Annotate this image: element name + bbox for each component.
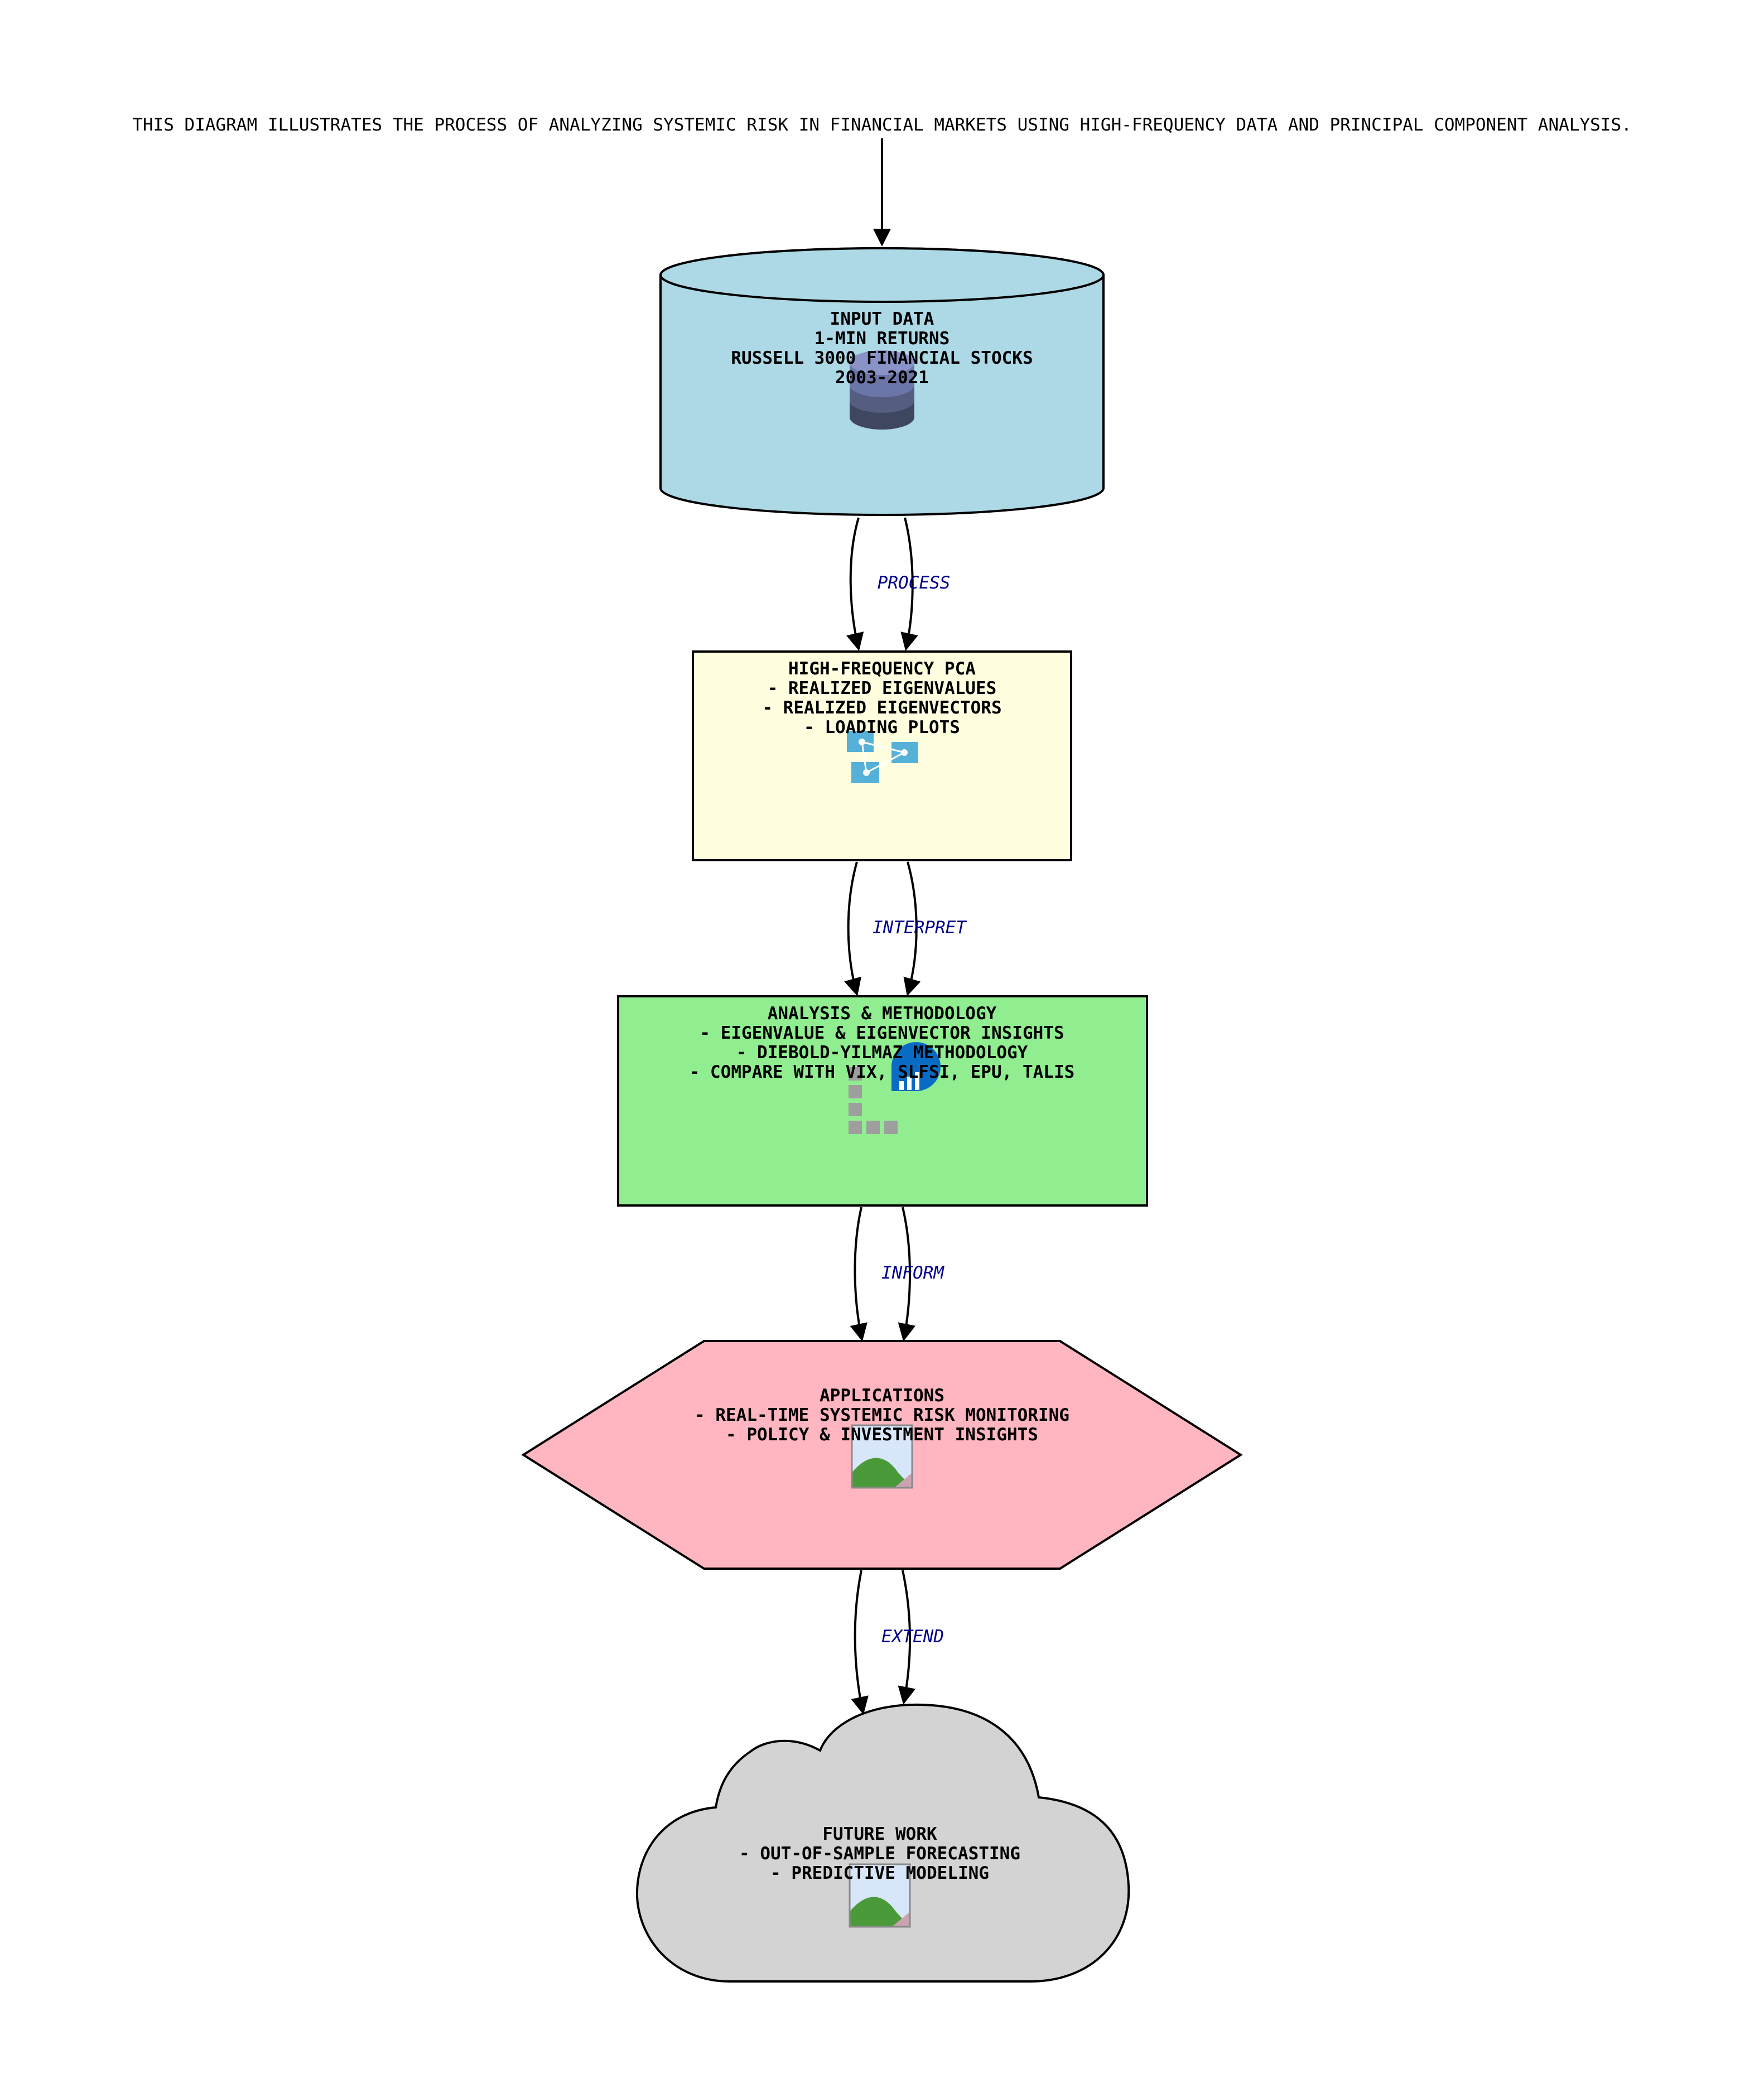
pca-box	[692, 650, 1072, 861]
future-work-line-2: - OUT-OF-SAMPLE FORECASTING	[739, 1844, 1020, 1864]
future-work-line-3: - PREDICTIVE MODELING	[770, 1863, 989, 1883]
pca-line-1: HIGH-FREQUENCY PCA	[788, 659, 976, 679]
edge-extend-right	[898, 1570, 916, 1705]
input-data-line-4: 2003-2021	[835, 368, 929, 388]
applications-node[interactable]: APPLICATIONS - REAL-TIME SYSTEMIC RISK M…	[521, 1340, 1243, 1570]
future-work-node[interactable]: FUTURE WORK - OUT-OF-SAMPLE FORECASTING …	[635, 1703, 1130, 1983]
analysis-node[interactable]: ANALYSIS & METHODOLOGY - EIGENVALUE & EI…	[617, 995, 1148, 1207]
pca-node[interactable]: HIGH-FREQUENCY PCA - REALIZED EIGENVALUE…	[692, 650, 1072, 861]
edge-interpret-right	[903, 861, 921, 996]
analysis-line-4: - COMPARE WITH VIX, SLFSI, EPU, TALIS	[690, 1062, 1075, 1082]
edge-label-inform: INFORM	[881, 1263, 944, 1283]
input-data-line-1: INPUT DATA	[830, 309, 934, 329]
applications-line-1: APPLICATIONS	[820, 1386, 944, 1406]
database-icon	[850, 350, 914, 430]
input-data-line-2: 1-MIN RETURNS	[814, 329, 950, 349]
pca-line-3: - REALIZED EIGENVECTORS	[762, 698, 1001, 718]
edge-label-process: PROCESS	[878, 573, 951, 593]
analytics-icon	[849, 1042, 941, 1134]
diagram-caption: THIS DIAGRAM ILLUSTRATES THE PROCESS OF …	[132, 115, 1632, 135]
broken-image-icon	[851, 1424, 913, 1489]
edge-label-interpret: INTERPRET	[873, 918, 967, 938]
analysis-line-2: - EIGENVALUE & EIGENVECTOR INSIGHTS	[700, 1023, 1064, 1043]
input-data-line-3: RUSSELL 3000 FINANCIAL STOCKS	[731, 348, 1033, 368]
pca-line-2: - REALIZED EIGENVALUES	[768, 678, 997, 698]
edge-inform-right	[898, 1207, 916, 1342]
analysis-box	[617, 995, 1148, 1207]
applications-line-2: - REAL-TIME SYSTEMIC RISK MONITORING	[695, 1405, 1069, 1425]
input-data-node[interactable]: INPUT DATA 1-MIN RETURNS RUSSELL 3000 FI…	[659, 247, 1105, 516]
input-data-cylinder-top	[659, 247, 1105, 303]
edge-label-extend: EXTEND	[881, 1627, 944, 1647]
future-work-line-1: FUTURE WORK	[822, 1824, 937, 1844]
pca-line-4: - LOADING PLOTS	[804, 717, 960, 737]
edge-inform-left	[850, 1207, 867, 1342]
analysis-line-1: ANALYSIS & METHODOLOGY	[768, 1004, 997, 1024]
broken-image-icon	[849, 1863, 911, 1928]
applications-line-3: - POLICY & INVESTMENT INSIGHTS	[726, 1425, 1038, 1445]
future-work-cloud	[635, 1703, 1130, 1983]
edge-process-left	[846, 517, 864, 651]
edge-interpret-left	[844, 861, 861, 996]
edge-extend-left	[851, 1570, 869, 1715]
network-icon	[847, 731, 918, 783]
edge-process-right	[900, 517, 918, 651]
analysis-line-3: - DIEBOLD-YILMAZ METHODOLOGY	[736, 1043, 1028, 1063]
